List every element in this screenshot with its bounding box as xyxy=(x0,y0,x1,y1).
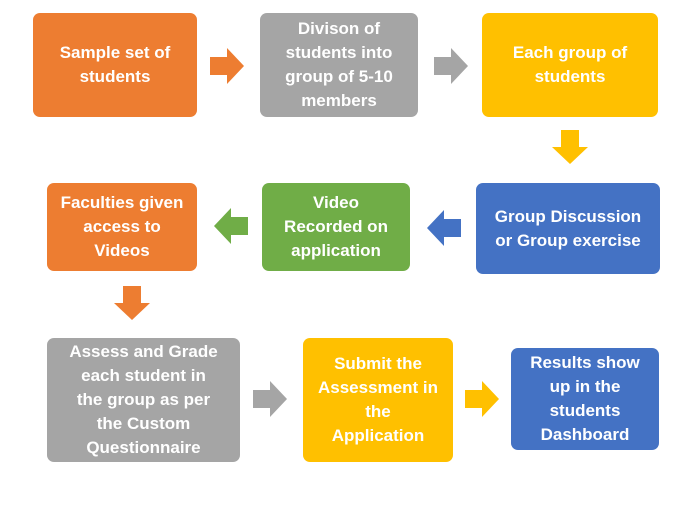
step-5-label: Video Recorded on application xyxy=(284,193,388,260)
step-3-box: Each group of students xyxy=(482,13,658,117)
step-4-label: Group Discussion or Group exercise xyxy=(494,206,642,250)
arrow-right-icon xyxy=(465,381,499,417)
step-3-label: Each group of students xyxy=(512,43,628,86)
arrow-right-icon xyxy=(434,48,468,84)
step-1-box: Sample set of students xyxy=(33,13,197,117)
arrow-down-icon xyxy=(114,286,150,320)
step-8-box: Submit the Assessment in the Application xyxy=(303,338,453,462)
arrow-left-icon xyxy=(214,208,248,244)
step-8-label: Submit the Assessment in the Application xyxy=(318,354,438,445)
step-9-box: Results show up in the students Dashboar… xyxy=(511,348,659,450)
step-1-label: Sample set of students xyxy=(59,43,171,86)
step-2-label: Divison of students into group of 5-10 m… xyxy=(285,19,393,110)
step-9-label: Results show up in the students Dashboar… xyxy=(530,353,640,444)
step-6-box: Faculties given access to Videos xyxy=(47,183,197,271)
arrow-right-icon xyxy=(253,381,287,417)
step-7-box: Assess and Grade each student in the gro… xyxy=(47,338,240,462)
step-6-label: Faculties given access to Videos xyxy=(60,193,184,260)
arrow-left-icon xyxy=(427,210,461,246)
step-4-box: Group Discussion or Group exercise xyxy=(476,183,660,274)
step-7-label: Assess and Grade each student in the gro… xyxy=(69,342,218,457)
step-2-box: Divison of students into group of 5-10 m… xyxy=(260,13,418,117)
arrow-right-icon xyxy=(210,48,244,84)
step-5-box: Video Recorded on application xyxy=(262,183,410,271)
arrow-down-icon xyxy=(552,130,588,164)
